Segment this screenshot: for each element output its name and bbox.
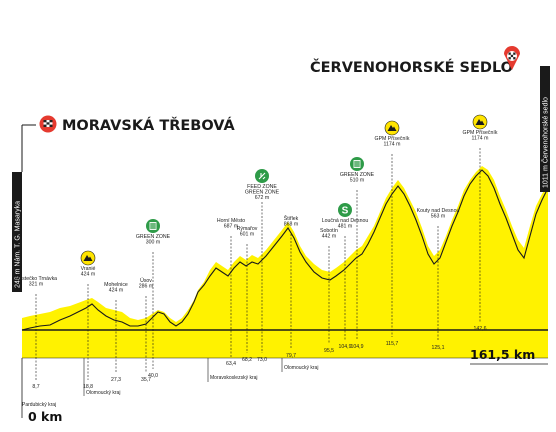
waypoint-km: 115,7 — [386, 341, 399, 347]
waypoint-altitude: 672 m — [255, 195, 269, 201]
waypoint-altitude: 687 m — [224, 224, 238, 230]
waypoint-name: Městečko Trnávka — [15, 276, 57, 282]
green-zone-icon — [146, 219, 160, 233]
waypoint-km: 95,5 — [324, 348, 334, 354]
waypoint-km: 104,9 — [339, 344, 352, 350]
waypoint-km: 63,4 — [226, 361, 236, 367]
sprint-icon: S — [338, 203, 352, 217]
waypoint-altitude: 1174 m — [384, 142, 401, 148]
green-zone-icon — [350, 157, 364, 171]
region-olomoucky-1: Olomoucký kraj — [86, 390, 120, 396]
waypoint-km: 104,9 — [351, 344, 364, 350]
svg-text:S: S — [342, 206, 349, 217]
waypoint-name: GPM Přísečník — [375, 136, 410, 142]
region-olomoucky-2: Olomoucký kraj — [284, 365, 318, 371]
waypoint-altitude: 321 m — [29, 282, 43, 288]
finish-elevation-bar — [540, 66, 550, 192]
waypoint-altitude: 510 m — [350, 178, 364, 184]
finish-flag-icon — [504, 46, 520, 70]
waypoint-altitude: 563 m — [431, 214, 445, 220]
finish-name: ČERVENOHORSKÉ SEDLO — [310, 58, 513, 76]
waypoint-km: 68,2 — [242, 357, 252, 363]
waypoint-altitude: 442 m — [322, 234, 336, 240]
start-name: MORAVSKÁ TŘEBOVÁ — [62, 117, 236, 134]
waypoint-name: GREEN ZONE — [340, 172, 375, 178]
waypoint-altitude: 481 m — [338, 224, 352, 230]
gpm-mountain-icon — [472, 114, 488, 130]
start-elevation-bar — [12, 172, 22, 292]
waypoint-name: Mohelnice — [104, 282, 128, 288]
gpm-mountain-icon — [384, 120, 400, 136]
start-elevation-label: 248 m Nám. T. G. Masaryka — [15, 201, 22, 288]
waypoint-name: GREEN ZONE — [245, 190, 280, 196]
waypoint-km: 79,7 — [286, 353, 296, 359]
waypoint-name: Štiřlek — [284, 215, 299, 222]
waypoint-km: 8,7 — [32, 384, 39, 390]
waypoint-km: 73,0 — [257, 357, 267, 363]
start-flag-icon — [39, 115, 57, 133]
waypoint-altitude: 300 m — [146, 240, 160, 246]
waypoint-km: 125,1 — [432, 345, 445, 351]
waypoint-name: GREEN ZONE — [136, 234, 171, 240]
finish-km: 161,5 km — [470, 347, 535, 362]
waypoint-km: 142,6 — [474, 326, 487, 332]
waypoint-altitude: 286 m — [139, 284, 153, 290]
waypoint-name: Rýmařov — [237, 226, 258, 232]
waypoint-altitude: 1174 m — [472, 136, 489, 142]
waypoint-name: GPM Přísečník — [463, 130, 498, 136]
waypoint-name: Horní Město — [217, 218, 245, 224]
waypoint-name: Úsov — [140, 277, 152, 284]
waypoint-altitude: 424 m — [81, 272, 95, 278]
profile-line — [21, 169, 549, 331]
waypoint-altitude: 424 m — [109, 288, 123, 294]
finish-elevation-label: 1011 m Červenohorské sedlo — [541, 97, 550, 188]
waypoint-name: Sobotín — [320, 228, 338, 234]
start-km: 0 km — [28, 409, 62, 424]
waypoint-km: 35,7 — [141, 377, 151, 383]
waypoint-name: Loučná nad Desnou — [322, 218, 369, 224]
waypoint-km: 27,3 — [111, 377, 121, 383]
gpm-mountain-icon — [80, 250, 96, 266]
waypoint-altitude: 868 m — [284, 222, 298, 228]
feed-zone-icon — [255, 169, 269, 183]
waypoint-name: Vranié — [81, 266, 96, 272]
waypoint-km: 40,0 — [148, 373, 158, 379]
waypoint-name: Kouty nad Desnou — [417, 208, 460, 214]
waypoint-name: FEED ZONE — [247, 184, 277, 190]
waypoint-altitude: 601 m — [240, 232, 254, 238]
region-pardubicky: Pardubický kraj — [22, 402, 56, 408]
waypoint-km: 18,8 — [83, 384, 93, 390]
region-moravskoslezsky: Moravskoslezský kraj — [210, 375, 258, 381]
profile-area — [22, 166, 548, 330]
profile-base-band — [22, 330, 548, 358]
